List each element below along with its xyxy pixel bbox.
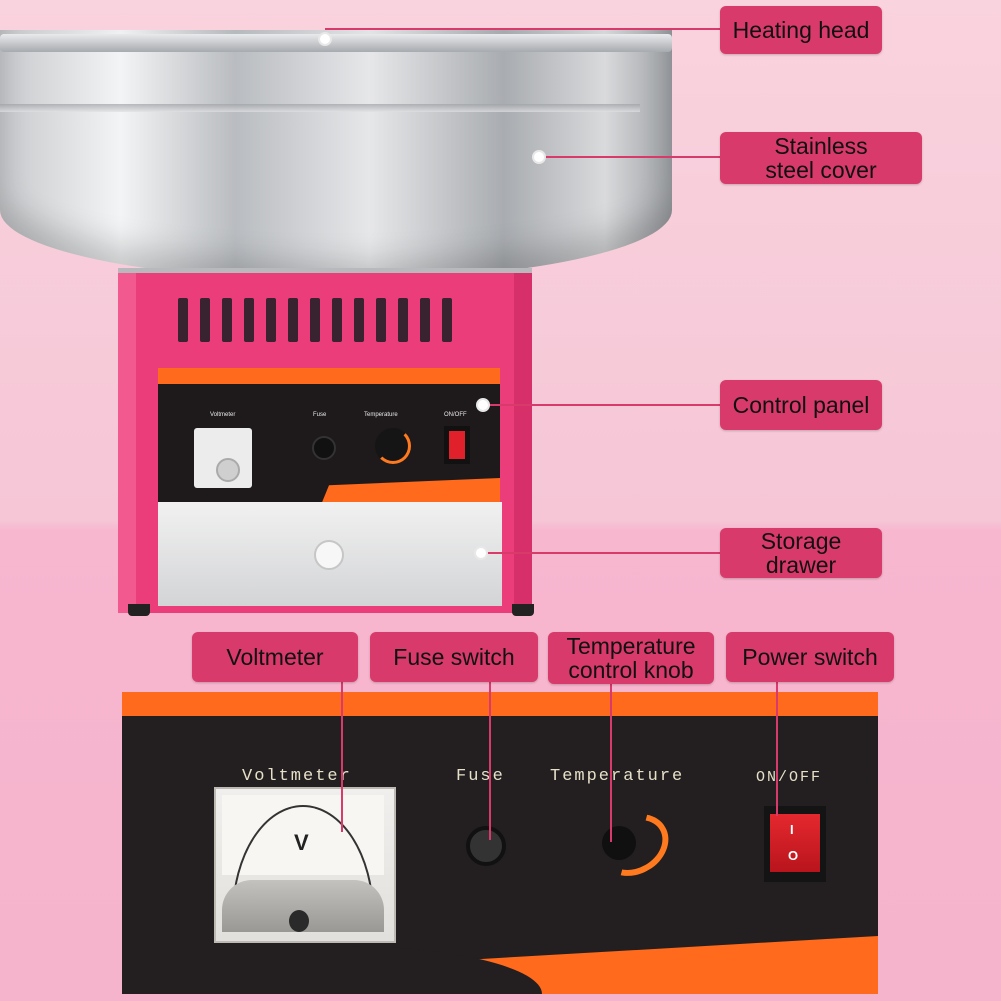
callout-control-panel: Control panel [720,380,882,430]
drawer-handle [314,540,344,570]
vent-slot [266,298,276,342]
vent-slot [420,298,430,342]
callout-dot-control-panel [476,398,490,412]
closeup-orange-strip [122,692,878,716]
callout-storage-drawer: Storage drawer [720,528,882,578]
bowl-band [0,104,640,112]
callout-stainless-cover-line1: Stainless [774,133,868,159]
callout-dot-storage-drawer [474,546,488,560]
panel-orange-strip [158,368,500,384]
stainless-steel-bowl [0,30,672,280]
callout-heating-head: Heating head [720,6,882,54]
callout-line-voltmeter [341,680,343,832]
callout-line-stainless-cover [540,156,722,158]
callout-control-panel-text: Control panel [732,392,870,418]
small-fuse-label: Fuse [313,412,327,418]
callout-fuse-switch-text: Fuse switch [393,644,515,670]
callout-voltmeter: Voltmeter [192,632,358,682]
vent-grille [178,298,478,342]
closeup-onoff-label: ON/OFF [756,769,823,786]
small-fuse-switch [312,436,336,460]
vent-slot [442,298,452,342]
callout-temperature-knob: Temperature control knob [548,632,714,684]
callout-temperature-knob-line2: control knob [568,657,694,683]
vent-slot [376,298,386,342]
vent-slot [200,298,210,342]
callout-stainless-cover-line2: steel cover [765,157,877,183]
temperature-knob [602,826,636,860]
power-switch-on-mark: I [790,822,794,837]
callout-line-temperature-knob [610,682,612,842]
voltmeter-unit: V [294,830,309,855]
vent-slot [244,298,254,342]
callout-line-fuse-switch [489,680,491,840]
fuse-switch [466,826,506,866]
vent-slot [398,298,408,342]
small-temperature-knob [375,428,411,464]
small-power-switch [449,431,465,459]
callout-power-switch: Power switch [726,632,894,682]
machine-foot-left [128,604,150,616]
callout-dot-stainless-cover [532,150,546,164]
vent-slot [332,298,342,342]
callout-power-switch-text: Power switch [742,644,878,670]
power-switch-off-mark: O [788,848,799,863]
callout-line-heating-head [325,28,725,30]
callout-voltmeter-text: Voltmeter [226,644,324,670]
callout-temperature-knob-line1: Temperature [566,633,696,659]
callout-fuse-switch: Fuse switch [370,632,538,682]
closeup-fuse-label: Fuse [456,767,505,786]
closeup-temperature-label: Temperature [550,767,685,786]
vent-slot [354,298,364,342]
small-voltmeter-label: Voltmeter [210,412,236,418]
small-temperature-label: Temperature [364,412,398,418]
callout-storage-drawer-line1: Storage [760,528,842,554]
power-switch [770,814,820,872]
callout-line-power-switch [776,682,778,816]
voltmeter-adjust-knob [289,910,309,932]
vent-slot [222,298,232,342]
small-onoff-label: ON/OFF [444,412,467,418]
vent-slot [310,298,320,342]
bowl-rim [0,34,672,52]
callout-line-control-panel [484,404,722,406]
machine-foot-right [512,604,534,616]
closeup-voltmeter-label: Voltmeter [242,767,352,786]
callout-stainless-cover: Stainless steel cover [720,132,922,184]
callout-dot-heating-head [318,32,332,46]
callout-heating-head-text: Heating head [732,17,870,43]
small-voltmeter-knob [216,458,240,482]
callout-line-storage-drawer [482,552,722,554]
vent-slot [178,298,188,342]
callout-storage-drawer-line2: drawer [765,552,837,578]
vent-slot [288,298,298,342]
